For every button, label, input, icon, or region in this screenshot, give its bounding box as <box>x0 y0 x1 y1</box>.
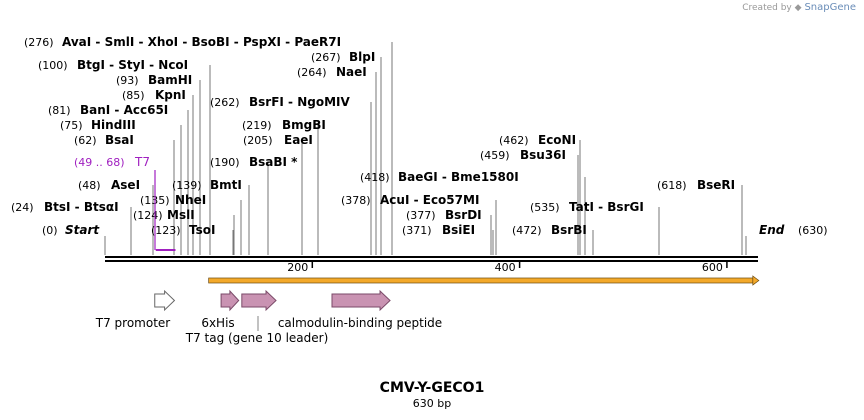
feature-label-0: T7 promoter <box>95 316 171 330</box>
orf-arrowhead <box>752 275 760 286</box>
enzyme-names-13: BlpI <box>349 50 375 64</box>
enzyme-names-15: BsrFI - NgoMIV <box>249 95 350 109</box>
snapgene-logo-icon: ◆ <box>794 3 802 13</box>
feature-arrow-2 <box>241 289 277 312</box>
end-label: End <box>759 223 785 237</box>
orf-bar <box>208 277 754 284</box>
enzyme-names-24: Bsu36I <box>520 148 566 162</box>
cut-site-position-11: (124) <box>133 209 163 222</box>
cut-site-position-9: (139) <box>172 179 202 192</box>
enzyme-names-18: BsaBI * <box>249 155 298 169</box>
enzyme-names-16: BmgBI <box>282 118 326 132</box>
cut-site-position-0: (276) <box>24 36 54 49</box>
cut-site-position-3: (85) <box>122 89 145 102</box>
cut-site-position-20: (378) <box>341 194 371 207</box>
enzyme-names-27: BseRI <box>697 178 735 192</box>
enzyme-names-23: EcoNI <box>538 133 576 147</box>
cut-site-position-14: (264) <box>297 66 327 79</box>
cut-site-position-4: (81) <box>48 104 71 117</box>
enzyme-names-4: BanI - Acc65I <box>80 103 168 117</box>
enzyme-names-0: AvaI - SmlI - XhoI - BsoBI - PspXI - Pae… <box>62 35 341 49</box>
enzyme-names-3: KpnI <box>155 88 186 102</box>
primer-name: T7 <box>134 155 150 169</box>
ruler-label-2: 600 <box>702 261 723 274</box>
enzyme-names-8: BtsI - BtsαI <box>44 200 119 214</box>
cut-site-position-7: (48) <box>78 179 101 192</box>
enzyme-names-9: BmtI <box>210 178 242 192</box>
feature-label-2: T7 tag (gene 10 leader) <box>185 331 329 345</box>
enzyme-names-19: BaeGI - Bme1580I <box>398 170 519 184</box>
sequence-title: CMV-Y-GECO1 <box>379 380 485 396</box>
enzyme-names-26: BsrBI <box>551 223 587 237</box>
enzyme-names-17: EaeI <box>284 133 313 147</box>
enzyme-names-5: HindIII <box>91 118 136 132</box>
enzyme-names-2: BamHI <box>148 73 192 87</box>
cut-site-position-2: (93) <box>116 74 139 87</box>
cut-site-position-24: (459) <box>480 149 510 162</box>
enzyme-names-25: TatI - BsrGI <box>569 200 644 214</box>
cut-site-position-23: (462) <box>499 134 529 147</box>
cut-site-position-18: (190) <box>210 156 240 169</box>
cut-site-position-26: (472) <box>512 224 542 237</box>
cut-site-position-27: (618) <box>657 179 687 192</box>
cut-site-position-21: (377) <box>406 209 436 222</box>
enzyme-names-11: MslI <box>167 208 195 222</box>
enzyme-names-20: AcuI - Eco57MI <box>380 193 479 207</box>
feature-arrow-1 <box>220 289 240 312</box>
cut-site-position-22: (371) <box>402 224 432 237</box>
cut-site-position-17: (205) <box>243 134 273 147</box>
cut-site-position-8: (24) <box>11 201 34 214</box>
enzyme-names-12: TsoI <box>189 223 215 237</box>
enzyme-names-1: BtgI - StyI - NcoI <box>77 58 188 72</box>
cut-site-position-1: (100) <box>38 59 68 72</box>
cut-site-position-13: (267) <box>311 51 341 64</box>
ruler-label-0: 200 <box>287 261 308 274</box>
enzyme-names-22: BsiEI <box>442 223 475 237</box>
enzyme-names-14: NaeI <box>336 65 367 79</box>
cut-site-position-25: (535) <box>530 201 560 214</box>
feature-arrow-0 <box>154 289 176 312</box>
cut-site-position-12: (123) <box>151 224 181 237</box>
start-position: (0) <box>42 224 58 237</box>
feature-label-1: 6xHis <box>201 316 234 330</box>
cut-site-position-16: (219) <box>242 119 272 132</box>
credit-prefix: Created by <box>742 3 792 13</box>
start-label: Start <box>65 223 100 237</box>
primer-range: (49 .. 68) <box>74 156 125 169</box>
cut-site-position-15: (262) <box>210 96 240 109</box>
cut-site-position-19: (418) <box>360 171 390 184</box>
feature-arrow-3 <box>331 289 391 312</box>
ruler-label-1: 400 <box>495 261 516 274</box>
enzyme-names-10: NheI <box>175 193 206 207</box>
enzyme-names-7: AseI <box>111 178 140 192</box>
enzyme-names-21: BsrDI <box>445 208 482 222</box>
cut-site-position-6: (62) <box>74 134 97 147</box>
end-position: (630) <box>798 224 828 237</box>
cut-site-position-5: (75) <box>60 119 83 132</box>
snapgene-credit: Created by ◆ SnapGene <box>742 2 856 13</box>
credit-brand: SnapGene <box>804 2 856 13</box>
sequence-length: 630 bp <box>412 397 452 410</box>
feature-label-3: calmodulin-binding peptide <box>278 316 442 330</box>
enzyme-names-6: BsaI <box>105 133 134 147</box>
